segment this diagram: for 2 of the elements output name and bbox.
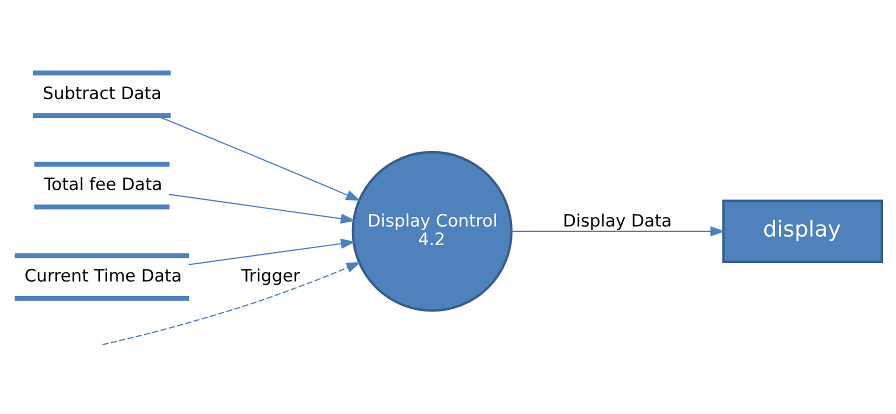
edge-label: Trigger (241, 266, 300, 286)
edge-label: Display Data (562, 211, 672, 232)
